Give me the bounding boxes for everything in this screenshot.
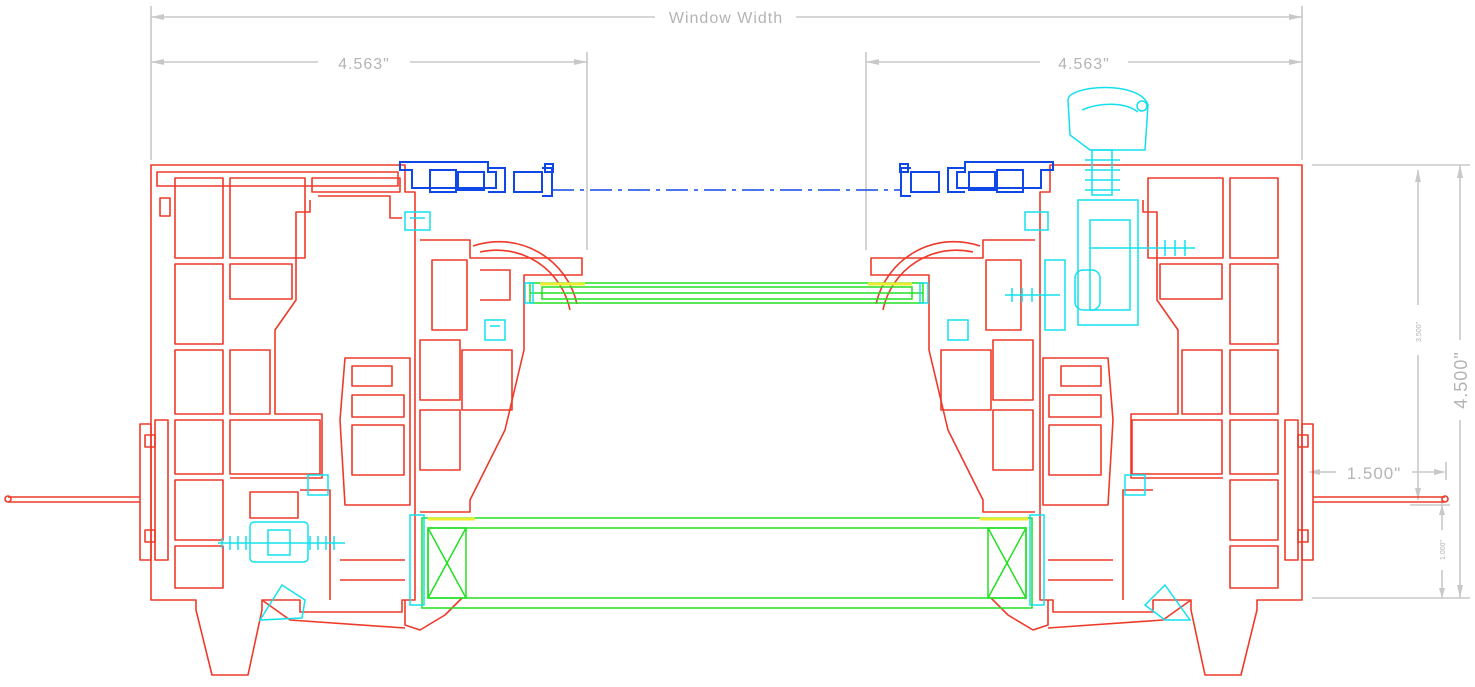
right-glazing-clips — [919, 211, 1146, 606]
lower-glass-unit — [421, 517, 1033, 609]
right-frame-profile — [870, 164, 1449, 676]
window-width-label: Window Width — [669, 10, 783, 27]
dimension-sill-projection: 1.500" — [1308, 462, 1447, 483]
inner-depth-label: 3.500" — [1416, 321, 1423, 342]
dimension-right-offset: 4.563" — [865, 52, 1302, 250]
glazing-seals — [428, 282, 1028, 521]
sill-height-label: 1.000" — [1440, 539, 1447, 560]
upper-glass-unit — [529, 282, 924, 304]
dimension-sill-height: 1.000" — [1410, 500, 1450, 598]
left-keeper-hardware — [399, 161, 554, 197]
dimension-inner-depth: 3.500" — [1415, 170, 1423, 500]
left-frame-profile — [4, 164, 583, 676]
right-lock-handle — [1005, 86, 1195, 331]
right-offset-label: 4.563" — [1058, 56, 1110, 73]
sill-projection-label: 1.500" — [1347, 464, 1402, 483]
dimension-frame-depth: 4.500" — [1312, 164, 1471, 599]
dimension-left-offset: 4.563" — [151, 52, 588, 250]
dimension-window-width: Window Width — [150, 6, 1303, 160]
right-screw-seal — [1143, 583, 1192, 621]
right-keeper-hardware — [899, 161, 1054, 197]
left-glazing-clips — [307, 211, 534, 606]
left-screw-assembly — [218, 521, 345, 621]
frame-depth-label: 4.500" — [1451, 351, 1471, 408]
left-offset-label: 4.563" — [338, 56, 390, 73]
